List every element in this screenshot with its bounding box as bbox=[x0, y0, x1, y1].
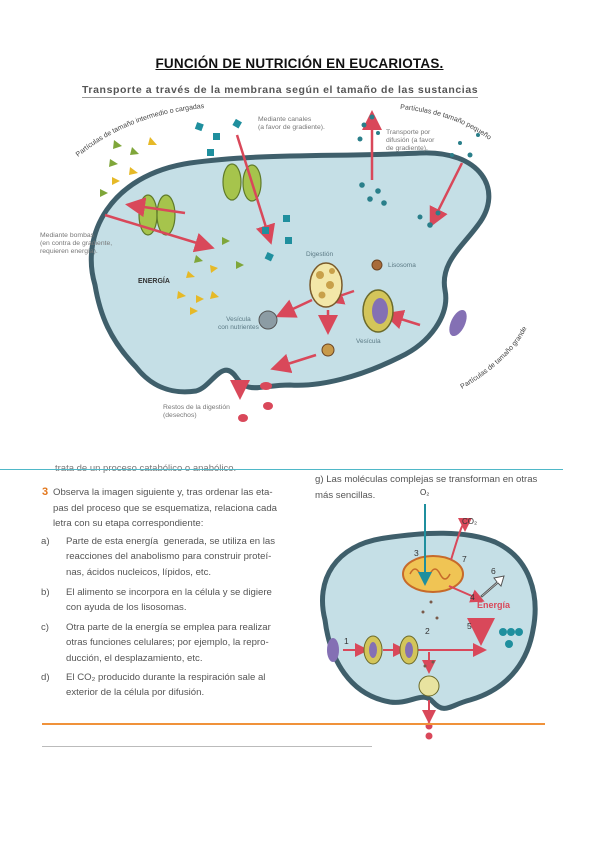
triangle-particles bbox=[100, 137, 244, 315]
orange-rule bbox=[42, 723, 545, 725]
channels-label: Mediante canales (a favor de gradiente). bbox=[258, 116, 325, 131]
exercise-item-c: c) Otra parte de la energía se emplea pa… bbox=[41, 622, 271, 664]
exercise-item-g: g) Las moléculas complejas se transforma… bbox=[315, 474, 538, 501]
vesicle bbox=[362, 289, 394, 333]
energy-label: ENERGÍA bbox=[138, 278, 170, 285]
energy-label-2: Energía bbox=[477, 600, 511, 610]
membrane-transport-diagram: Partículas de tamaño intermedio o cargad… bbox=[75, 103, 529, 422]
step-2: 2 bbox=[425, 626, 430, 636]
cell-metabolism-diagram bbox=[320, 504, 538, 740]
step-5: 5 bbox=[467, 621, 472, 631]
waste-particles bbox=[238, 382, 273, 422]
exercise-item-d: d) El CO₂ producido durante la respiraci… bbox=[41, 672, 266, 699]
step-4: 4 bbox=[470, 592, 475, 602]
o2-label: O₂ bbox=[420, 488, 430, 497]
lysosome bbox=[371, 259, 383, 271]
mitochondrion bbox=[402, 555, 464, 593]
exercise-prompt: Observa la imagen siguiente y, tras orde… bbox=[53, 487, 277, 529]
cell-membrane bbox=[88, 150, 492, 395]
co2-label: CO₂ bbox=[462, 517, 478, 526]
large-particle bbox=[449, 309, 467, 337]
step-7: 7 bbox=[462, 554, 467, 564]
nutrient-vesicle bbox=[258, 310, 278, 330]
exercise-item-a: a) Parte de esta energía generada, se ut… bbox=[41, 536, 276, 578]
thin-rule bbox=[42, 746, 372, 747]
nutrient-vesicle-label: Vesícula con nutrientes bbox=[218, 316, 259, 331]
arc-label-large: Partículas de tamaño grande bbox=[460, 326, 529, 391]
cut-text-line: trata de un proceso catabólico o anabóli… bbox=[55, 463, 236, 474]
pumps-label: Mediante bombas (en contra de gradiente,… bbox=[40, 232, 113, 255]
digested-vesicle bbox=[321, 343, 335, 357]
small-particles bbox=[357, 114, 480, 228]
teal-particles bbox=[194, 118, 292, 262]
arc-label-intermediate: Partículas de tamaño intermedio o cargad… bbox=[75, 103, 205, 158]
step-1: 1 bbox=[344, 636, 349, 646]
exercise-item-b: b) El alimento se incorpora en la célula… bbox=[41, 587, 272, 614]
vesicle-label: Vesícula bbox=[356, 338, 381, 345]
lysosome-label: Lisosoma bbox=[388, 262, 416, 269]
diffusion-label: Transporte por difusión (a favor de grad… bbox=[386, 129, 435, 152]
transport-arrows bbox=[104, 110, 464, 400]
diagram-subtitle: Transporte a través de la membrana según… bbox=[82, 84, 479, 98]
cell-membrane-2 bbox=[320, 530, 538, 711]
step-6: 6 bbox=[491, 566, 496, 576]
digestion-vesicle bbox=[309, 262, 343, 308]
divider-line bbox=[0, 469, 563, 470]
exercise-number: 3 bbox=[42, 486, 49, 498]
page-title: FUNCIÓN DE NUTRICIÓN EN EUCARIOTAS. bbox=[155, 56, 444, 71]
digestion-label: Digestión bbox=[306, 251, 334, 258]
step-3: 3 bbox=[414, 548, 419, 558]
waste-label: Restos de la digestión (desechos) bbox=[163, 404, 230, 419]
